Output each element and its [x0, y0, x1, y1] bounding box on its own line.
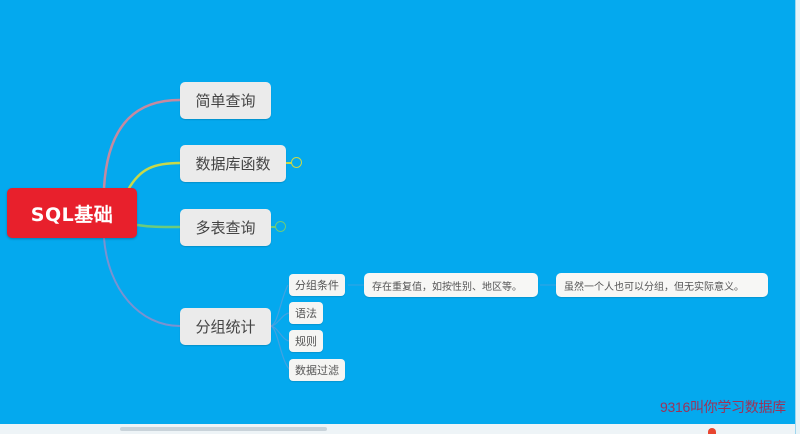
branch-node-simple-query[interactable]: 简单查询	[180, 82, 271, 119]
bottom-bar	[0, 424, 795, 434]
branch-label: 多表查询	[195, 219, 256, 237]
leaf-label: 规则	[295, 335, 317, 348]
root-label: SQL基础	[30, 203, 114, 226]
leaf-group-condition[interactable]: 分组条件	[289, 274, 345, 296]
branch-node-db-functions[interactable]: 数据库函数	[180, 145, 286, 182]
note-single-person-group[interactable]: 虽然一个人也可以分组，但无实际意义。	[556, 273, 768, 297]
mindmap-canvas[interactable]: SQL基础 简单查询 数据库函数 多表查询 分组统计 分组条件 语法 规则 数据…	[0, 0, 795, 424]
branch-label: 分组统计	[195, 318, 256, 336]
status-indicator-icon	[708, 428, 716, 434]
leaf-label: 数据过滤	[295, 364, 339, 377]
leaf-rules[interactable]: 规则	[289, 330, 323, 352]
leaf-data-filter[interactable]: 数据过滤	[289, 359, 345, 381]
connector-lines	[102, 98, 556, 371]
expand-toggle-icon[interactable]	[275, 221, 286, 232]
watermark-text: 9316叫你学习数据库	[660, 399, 786, 415]
branch-node-group-stats[interactable]: 分组统计	[180, 308, 271, 345]
vertical-scrollbar[interactable]	[795, 0, 800, 434]
horizontal-scrollbar-thumb[interactable]	[120, 427, 327, 431]
note-text: 存在重复值，如按性别、地区等。	[372, 281, 522, 293]
branch-node-multi-table-query[interactable]: 多表查询	[180, 209, 271, 246]
root-node[interactable]: SQL基础	[7, 188, 137, 238]
expand-toggle-icon[interactable]	[291, 157, 302, 168]
branch-label: 简单查询	[195, 92, 256, 110]
note-duplicate-values[interactable]: 存在重复值，如按性别、地区等。	[364, 273, 538, 297]
leaf-label: 语法	[295, 307, 317, 320]
leaf-syntax[interactable]: 语法	[289, 302, 323, 324]
note-text: 虽然一个人也可以分组，但无实际意义。	[564, 281, 744, 293]
leaf-label: 分组条件	[295, 279, 339, 292]
branch-label: 数据库函数	[195, 155, 271, 173]
